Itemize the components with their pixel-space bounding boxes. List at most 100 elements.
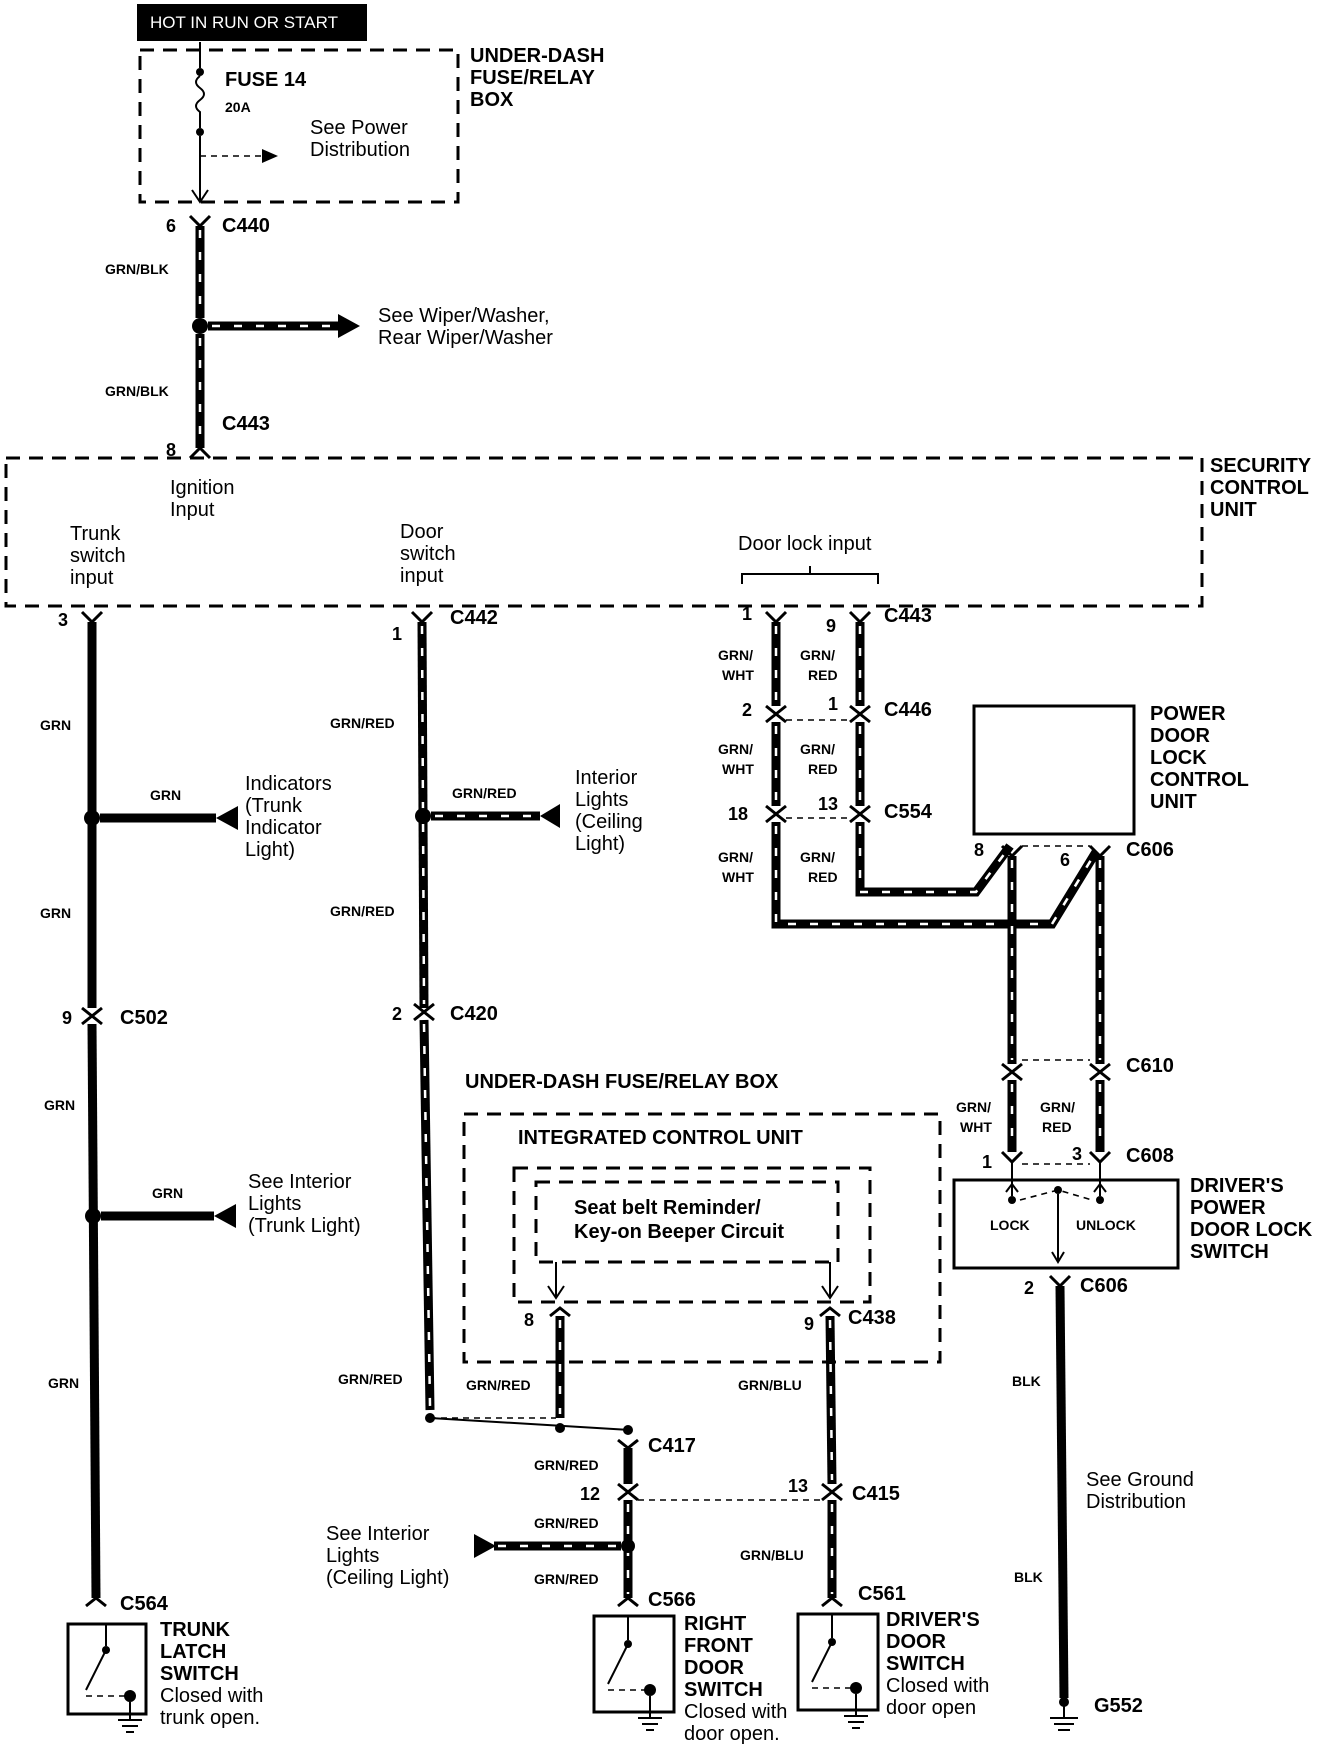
trunk-switch-blade	[85, 1649, 107, 1691]
trunk-input-1: Trunk	[70, 523, 121, 545]
interior-ceiling2-ref-2: Lights	[326, 1545, 379, 1567]
power-door-lock-control-unit	[972, 704, 1136, 836]
c415-right-connector	[821, 1482, 843, 1502]
wire-label-grn-1: GRN	[40, 717, 71, 733]
rf-switch-title-4: SWITCH	[684, 1679, 763, 1701]
indicators-ref-1: Indicators	[245, 773, 332, 795]
fuse-relay-box	[138, 48, 460, 204]
indicators-ref-2: (Trunk	[245, 795, 303, 817]
drv-switch-contact-bottom	[850, 1682, 862, 1694]
c420-pin: 2	[392, 1004, 402, 1024]
fuse-box-title-3: BOX	[470, 89, 514, 111]
pair-a1-2: WHT	[722, 667, 754, 683]
splice-ceiling	[415, 808, 431, 824]
c564-label: C564	[120, 1593, 169, 1615]
pdlcu-title-1: POWER	[1150, 703, 1226, 725]
wire-label-grnred-c566: GRN/RED	[534, 1571, 599, 1587]
rf-switch-note-2: door open.	[684, 1723, 780, 1744]
wire-label-grnblk-2: GRN/BLK	[105, 383, 169, 399]
c417-connector	[617, 1438, 639, 1450]
wire-label-grn-4: GRN	[48, 1375, 79, 1391]
ignition-input-1: Ignition	[170, 477, 235, 499]
wire-label-grnred-3: GRN/RED	[338, 1371, 403, 1387]
c446-pin-1: 1	[828, 694, 838, 714]
lock-label: LOCK	[990, 1217, 1030, 1233]
drv-switch-title-3: SWITCH	[886, 1653, 965, 1675]
rf-switch-blade	[607, 1643, 629, 1685]
c566-connector	[617, 1596, 639, 1608]
pair-d1-2: WHT	[960, 1119, 992, 1135]
scu-title-3: UNIT	[1210, 499, 1257, 521]
ground-ref-2: Distribution	[1086, 1491, 1186, 1513]
c420-label: C420	[450, 1003, 498, 1025]
power-dist-arrow-icon	[262, 149, 278, 163]
c442-label: C442	[450, 607, 498, 629]
right-front-door-switch	[592, 1614, 676, 1714]
trunk-switch-title-3: SWITCH	[160, 1663, 239, 1685]
door-lock-input: Door lock input	[738, 533, 872, 555]
fuse-box-title-2: FUSE/RELAY	[470, 67, 596, 89]
dpdls-title-3: DOOR LOCK	[1190, 1219, 1313, 1241]
wire-label-grn-ind: GRN	[150, 787, 181, 803]
drivers-power-door-lock-switch	[952, 1178, 1180, 1270]
c606-pin-8: 8	[974, 840, 984, 860]
wire-label-grn-3: GRN	[44, 1097, 75, 1113]
g552-ground-icon	[1050, 1706, 1078, 1731]
wire-label-grnblk-1: GRN/BLK	[105, 261, 169, 277]
drv-switch-title-1: DRIVER'S	[886, 1609, 980, 1631]
c608-pin-1: 1	[982, 1152, 992, 1172]
udfb2-title: UNDER-DASH FUSE/RELAY BOX	[465, 1071, 779, 1093]
wiper-arrow-icon	[338, 314, 360, 338]
c438-label: C438	[848, 1307, 896, 1329]
wire-label-grnred-int: GRN/RED	[452, 785, 517, 801]
c440-pin: 6	[166, 216, 176, 236]
pair-c2-2: RED	[808, 869, 838, 885]
interior-ceiling-ref-3: (Ceiling	[575, 811, 643, 833]
splice-door-bus-3	[623, 1425, 633, 1435]
door-pin-1: 1	[392, 624, 402, 644]
interior-ceiling2-ref-3: (Ceiling Light)	[326, 1567, 449, 1589]
c443-label: C443	[884, 605, 932, 627]
c446-left-connector	[765, 704, 787, 724]
power-dist-ref-2: Distribution	[310, 139, 410, 161]
drv-switch-note-1: Closed with	[886, 1675, 989, 1697]
lock-switch-common	[1051, 1194, 1065, 1264]
wiper-ref-1: See Wiper/Washer,	[378, 305, 550, 327]
c561-label: C561	[858, 1583, 906, 1605]
trunk-switch-title-2: LATCH	[160, 1641, 226, 1663]
ground-ref-1: See Ground	[1086, 1469, 1194, 1491]
hot-in-run-label: HOT IN RUN OR START	[150, 13, 338, 32]
wire-grnred-1-hatch	[420, 625, 426, 1005]
g552-label: G552	[1094, 1695, 1143, 1717]
splice-trunk-light	[85, 1208, 101, 1224]
unlock-label: UNLOCK	[1076, 1217, 1136, 1233]
g552-node	[1059, 1697, 1069, 1707]
c554-pin-13: 13	[818, 794, 838, 814]
drv-switch-note-2: door open	[886, 1697, 976, 1719]
c610-right-connector	[1089, 1062, 1111, 1082]
c608-right-connector	[1088, 1150, 1112, 1165]
power-dist-ref-1: See Power	[310, 117, 408, 139]
trunk-switch-note-2: trunk open.	[160, 1707, 260, 1729]
wire-grnblu-1-hatch	[828, 1319, 834, 1481]
dpdls-title-1: DRIVER'S	[1190, 1175, 1284, 1197]
beeper-circuit-2: Key-on Beeper Circuit	[574, 1221, 784, 1243]
dpdls-title-4: SWITCH	[1190, 1241, 1269, 1263]
c440-label: C440	[222, 215, 270, 237]
c440-connector	[188, 214, 212, 229]
lock-pin-9: 9	[826, 616, 836, 636]
pair-c1-2: WHT	[722, 869, 754, 885]
indicators-ref-4: Light)	[245, 839, 295, 861]
wire-grnred-route	[855, 822, 1014, 897]
c554-right-connector	[849, 804, 871, 824]
fuse-node-bottom	[196, 128, 204, 136]
trunk-ground-icon	[118, 1702, 142, 1733]
pair-d1-1: GRN/	[956, 1099, 991, 1115]
splice-wiper	[192, 318, 208, 334]
c443-left-connector	[764, 610, 788, 625]
c610-left-connector	[1001, 1062, 1023, 1082]
c502-pin: 9	[62, 1008, 72, 1028]
pair-b1-2: WHT	[722, 761, 754, 777]
drv-switch-blade	[811, 1641, 833, 1683]
wire-grnwht-route-hatch	[774, 826, 1096, 926]
